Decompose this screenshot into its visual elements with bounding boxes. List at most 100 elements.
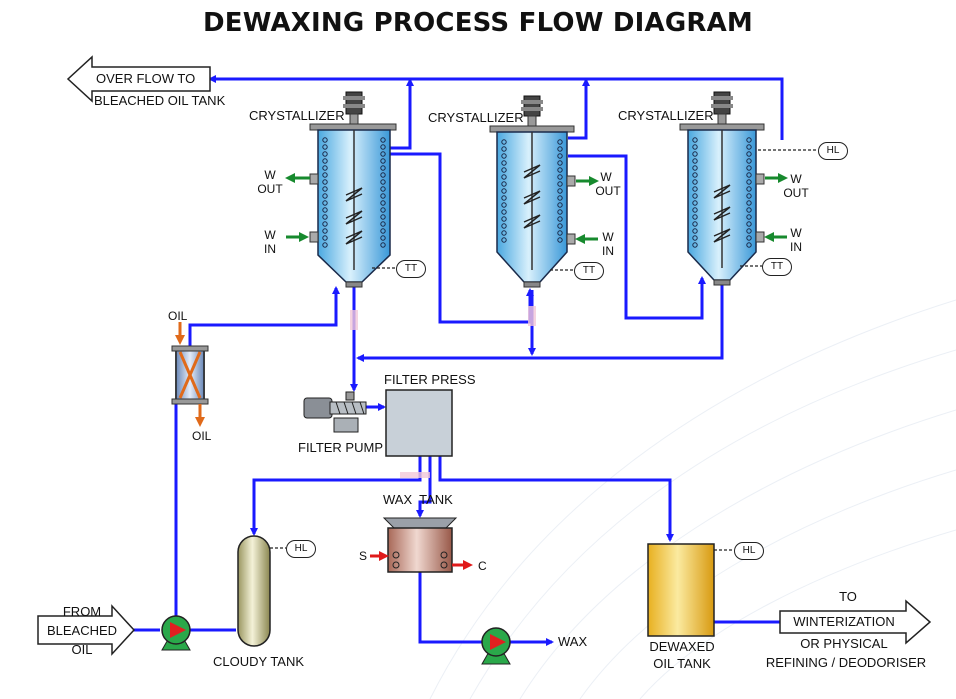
jacket-coil (746, 158, 752, 164)
jacket-coil (380, 137, 386, 143)
wax-tank-label: WAX TANK (383, 492, 453, 507)
c1-w-in-label-1: W (264, 228, 276, 242)
jacket-coil (322, 144, 328, 150)
c3-w-in-label-1: W (790, 226, 802, 240)
jacket-coil (322, 165, 328, 171)
jacket-coil (322, 214, 328, 220)
oil-arrows (175, 322, 205, 427)
oil-feed-label: OIL (71, 642, 93, 657)
jacket-coils (322, 137, 752, 248)
jacket-coil (501, 167, 507, 173)
refining-label: REFINING / DEODORISER (765, 655, 927, 670)
jacket-coil (692, 151, 698, 157)
jacket-coil (380, 235, 386, 241)
dewaxed-tank-high-level: HL (734, 542, 764, 560)
jacket-coil (501, 230, 507, 236)
winterization-label: WINTERIZATION (793, 614, 895, 629)
jacket-coil (322, 137, 328, 143)
jacket-coil (746, 151, 752, 157)
jacket-coil (557, 209, 563, 215)
jacket-coil (692, 137, 698, 143)
jacket-coil (557, 181, 563, 187)
steam-label: S (359, 549, 368, 563)
crystallizer-3 (679, 91, 765, 286)
c3-w-out-label-1: W (790, 172, 802, 186)
c1-w-out-label-1: W (264, 168, 276, 182)
jacket-coil (746, 242, 752, 248)
jacket-coil (692, 200, 698, 206)
feed-pump (161, 615, 191, 651)
water-nozzles (309, 173, 765, 245)
jacket-coil (746, 172, 752, 178)
cloudy-tank-label: CLOUDY TANK (213, 654, 305, 669)
jacket-coil (692, 158, 698, 164)
hx-to-cry1-pipe (188, 286, 340, 348)
jacket-coil (501, 146, 507, 152)
jacket-coil (692, 221, 698, 227)
jacket-coil (692, 165, 698, 171)
overflow-header-pipe (208, 75, 784, 140)
cry2-overflow-pipe (568, 78, 590, 140)
c2-w-out-label-2: OUT (595, 184, 621, 198)
jacket-coil (557, 167, 563, 173)
c3-high-level-switch: HL (818, 142, 848, 160)
jacket-coil (380, 179, 386, 185)
jacket-coil (322, 186, 328, 192)
jacket-coil (322, 151, 328, 157)
jacket-coil (692, 144, 698, 150)
jacket-coil (692, 172, 698, 178)
jacket-coil (557, 146, 563, 152)
crystallizer-2 (489, 95, 575, 288)
jacket-coil (557, 188, 563, 194)
jacket-coil (557, 230, 563, 236)
c1-w-out-label-2: OUT (257, 182, 283, 196)
jacket-coil (557, 195, 563, 201)
jacket-coil (746, 207, 752, 213)
jacket-coil (501, 139, 507, 145)
jacket-coil (322, 235, 328, 241)
jacket-coil (380, 172, 386, 178)
condensate-label: C (478, 559, 487, 573)
jacket-coil (746, 221, 752, 227)
jacket-coil (692, 193, 698, 199)
c2-w-in-label-1: W (602, 230, 614, 244)
cry1-overflow-pipe (390, 78, 414, 150)
jacket-coil (692, 235, 698, 241)
wax-pump (481, 627, 511, 665)
jacket-coil (380, 214, 386, 220)
overflow-arrow (66, 55, 211, 103)
crystallizer-1 (309, 91, 397, 288)
jacket-coil (692, 214, 698, 220)
diagram-title: DEWAXING PROCESS FLOW DIAGRAM (203, 8, 753, 38)
jacket-coil (557, 237, 563, 243)
crystallizer-3-label: CRYSTALLIZER (618, 108, 714, 123)
instrument-leaders (270, 149, 818, 551)
filter-pump (303, 391, 367, 433)
jacket-coil (557, 223, 563, 229)
pipes (132, 75, 784, 646)
filter-press-label: FILTER PRESS (384, 372, 476, 387)
jacket-coil (322, 172, 328, 178)
jacket-coil (501, 174, 507, 180)
press-wax-pipe (416, 456, 432, 518)
jacket-coil (501, 202, 507, 208)
wax-tank (382, 517, 458, 573)
press-cloudy-pipe (250, 456, 422, 536)
jacket-coil (322, 207, 328, 213)
c2-w-in-label-2: IN (602, 244, 614, 258)
jacket-coil (692, 179, 698, 185)
outlet-arrow (779, 599, 932, 645)
jacket-coil (380, 151, 386, 157)
oil-out-label: OIL (192, 429, 212, 443)
c3-temperature-transmitter: TT (762, 258, 792, 276)
jacket-coil (501, 181, 507, 187)
jacket-coil (380, 186, 386, 192)
steam-arrows (370, 551, 473, 570)
jacket-coil (501, 153, 507, 159)
jacket-coil (501, 237, 507, 243)
dewaxed-oil-tank (647, 543, 715, 637)
heat-exchanger (171, 345, 209, 405)
c2-w-out-label-1: W (600, 170, 612, 184)
